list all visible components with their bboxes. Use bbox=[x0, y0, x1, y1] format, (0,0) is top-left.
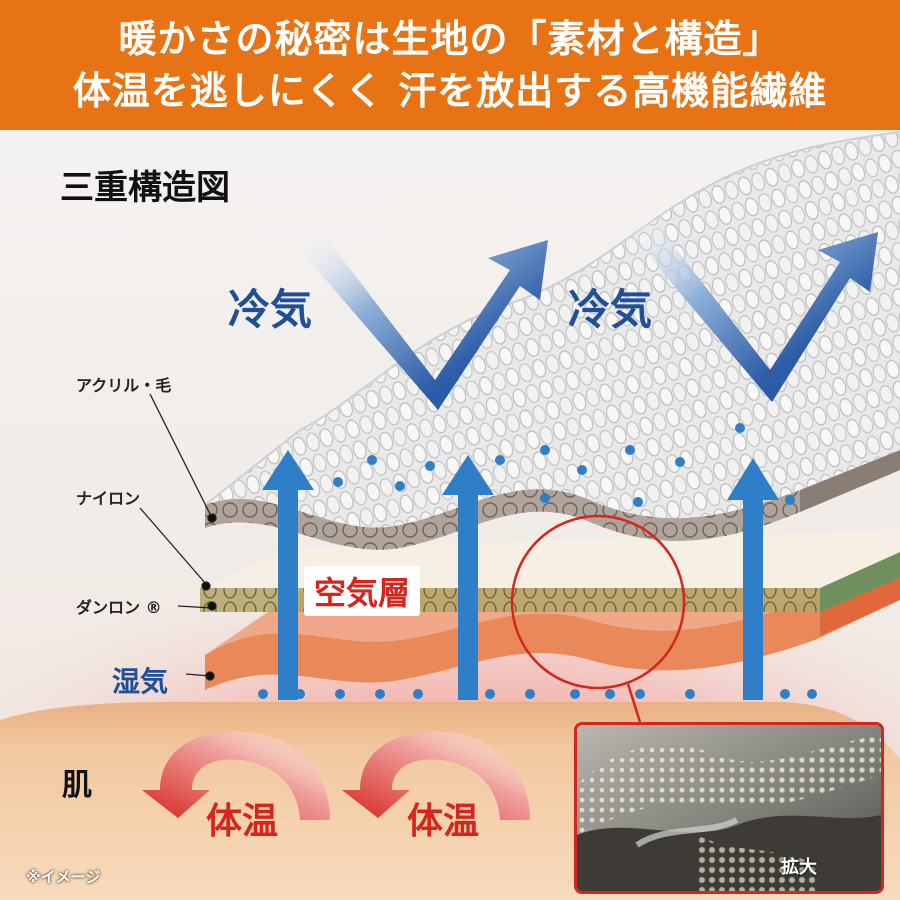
layer-label-nylon: ナイロン bbox=[76, 489, 141, 508]
layer-label-acrylic-wool: アクリル・毛 bbox=[76, 376, 172, 395]
moisture-dots bbox=[258, 423, 817, 699]
body-heat-label-2: 体温 bbox=[407, 801, 480, 842]
body-heat-label-1: 体温 bbox=[206, 801, 279, 842]
air-layer-label: 空気層 bbox=[304, 566, 421, 616]
layer-label-danron: ダンロン ® bbox=[76, 598, 162, 617]
acrylic-wool-layer bbox=[205, 132, 900, 528]
header-line-1: 暖かさの秘密は生地の「素材と構造」 bbox=[118, 17, 782, 61]
header-line-2: 体温を逃しにくく 汗を放出する高機能繊維 bbox=[72, 69, 828, 113]
cold-air-arrow-2 bbox=[632, 215, 878, 402]
cold-air-label-1: 冷気 bbox=[228, 285, 313, 334]
layer-leader-lines bbox=[139, 393, 217, 681]
moisture-label: 湿気 bbox=[112, 665, 169, 698]
image-footnote: ※イメージ bbox=[26, 868, 101, 886]
body-heat-arrow-2 bbox=[342, 731, 530, 820]
body-heat-arrow-1 bbox=[142, 731, 330, 820]
zoom-label: 拡大 bbox=[781, 857, 817, 878]
zoom-photo: 拡大 bbox=[574, 722, 884, 894]
cold-air-arrow-1 bbox=[300, 230, 548, 410]
moisture-arrows bbox=[262, 450, 779, 700]
cold-air-label-2: 冷気 bbox=[568, 285, 653, 334]
zoom-indicator bbox=[510, 514, 686, 723]
header-banner: 暖かさの秘密は生地の「素材と構造」 体温を逃しにくく 汗を放出する高機能繊維 bbox=[0, 0, 900, 130]
skin-label: 肌 bbox=[62, 768, 92, 803]
diagram-title: 三重構造図 bbox=[60, 168, 230, 208]
